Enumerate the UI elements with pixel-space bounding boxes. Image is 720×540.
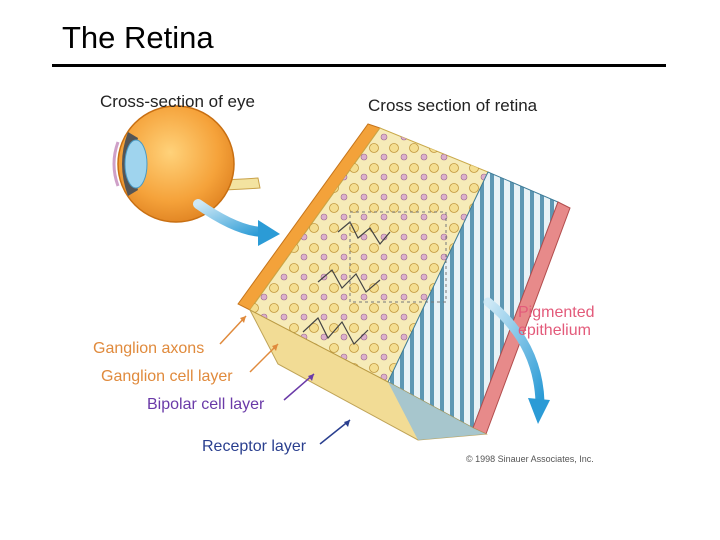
label-receptor-layer: Receptor layer [202, 438, 307, 455]
label-pigmented-epithelium: Pigmented epithelium [518, 304, 595, 340]
label-cross-section-eye: Cross-section of eye [100, 92, 255, 111]
copyright-notice: © 1998 Sinauer Associates, Inc. [466, 454, 594, 464]
label-pointers [219, 315, 351, 445]
retina-slab [237, 123, 571, 441]
retina-diagram [112, 105, 571, 445]
retina-to-detail-arrow [483, 297, 550, 424]
slide-title: The Retina [62, 20, 214, 55]
title-underline [52, 64, 666, 67]
retina-figure: Cross-section of eye Cross section of re… [88, 82, 640, 474]
label-pigmented-line2: epithelium [518, 322, 591, 339]
label-bipolar-cell-layer: Bipolar cell layer [147, 396, 265, 413]
label-ganglion-cell-layer: Ganglion cell layer [101, 368, 233, 385]
eye-cross-section [112, 105, 261, 223]
label-pigmented-line1: Pigmented [518, 304, 595, 321]
eye-to-retina-arrow [193, 199, 280, 246]
label-ganglion-axons: Ganglion axons [93, 340, 205, 357]
label-cross-section-retina: Cross section of retina [368, 96, 538, 115]
